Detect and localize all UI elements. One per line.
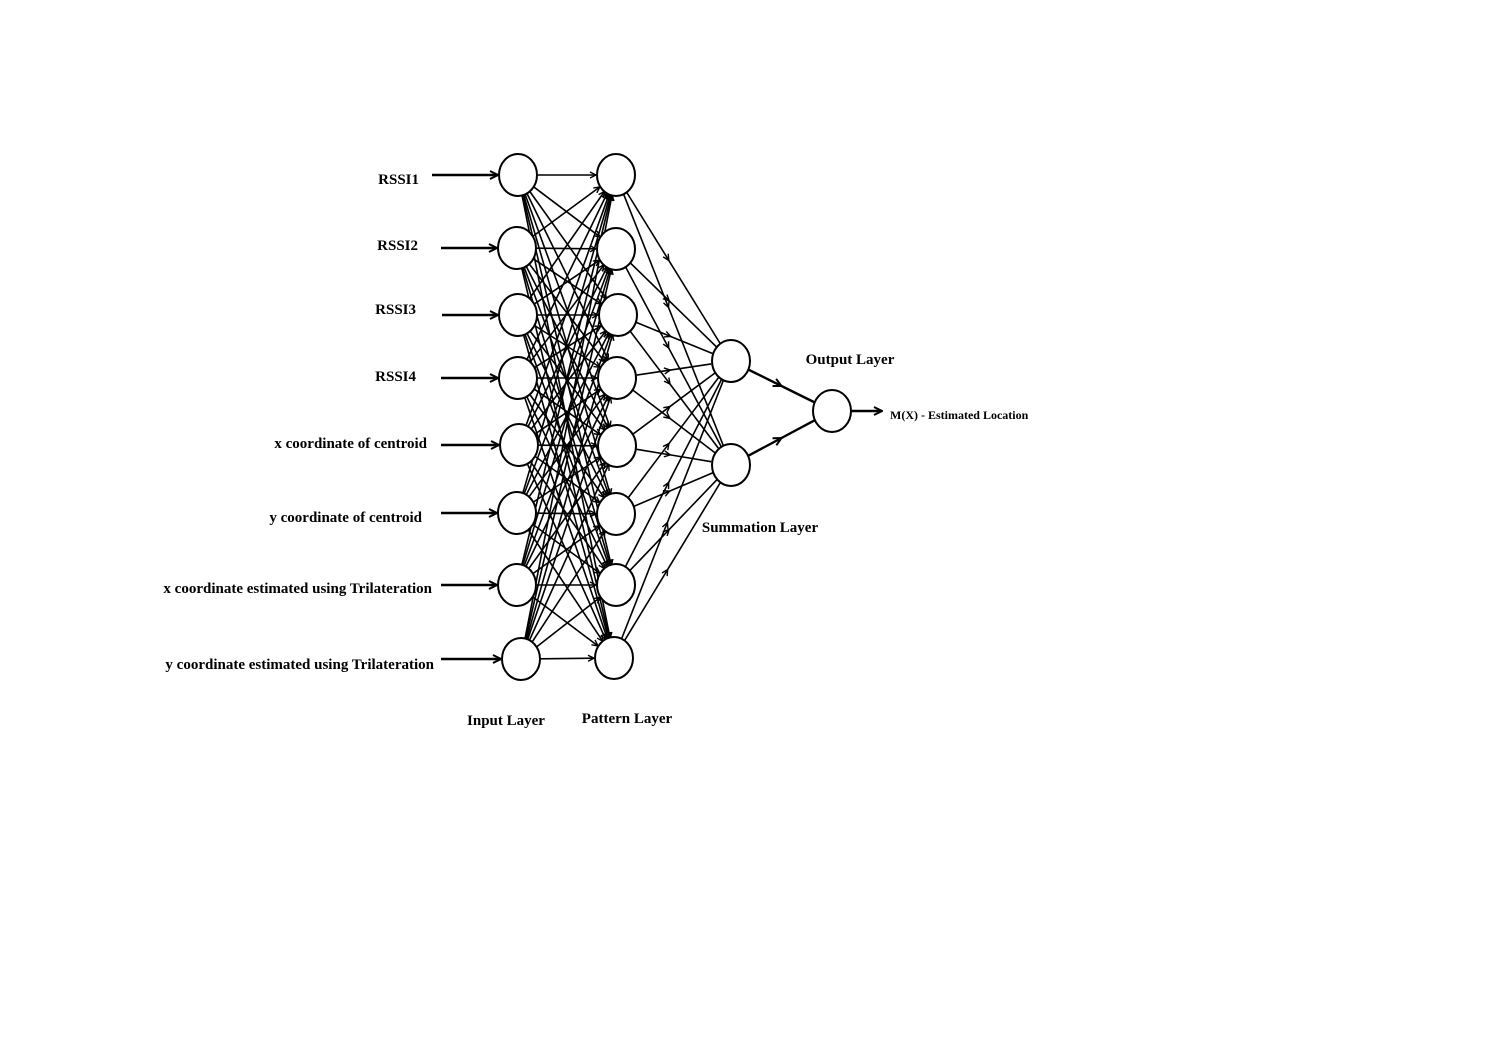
input-pattern-connection	[526, 397, 610, 641]
input-pattern-connection	[533, 457, 601, 503]
input-pattern-connection	[536, 248, 596, 249]
input-label-rssi3: RSSI3	[375, 302, 416, 318]
input-pattern-connection	[520, 267, 610, 638]
pattern-summation-connection	[632, 372, 716, 435]
input-pattern-connection	[536, 597, 600, 648]
input-pattern-connection	[524, 396, 609, 568]
neurons	[497, 153, 852, 681]
input-pattern-connection	[540, 658, 594, 659]
input-pattern-connection	[538, 445, 597, 446]
input-pattern-connection	[525, 194, 609, 427]
pattern-neuron	[596, 492, 636, 536]
pattern-summation-connection	[622, 193, 725, 447]
pattern-summation-connection	[636, 363, 712, 376]
input-pattern-connection	[526, 462, 606, 639]
input-label-rssi1: RSSI1	[378, 172, 419, 188]
input-label-y-centroid: y coordinate of centroid	[269, 510, 422, 526]
input-pattern-connection	[521, 268, 611, 567]
input-pattern-connection	[528, 191, 604, 300]
output-layer-label: Output Layer	[806, 352, 895, 368]
pattern-summation-connection	[634, 472, 713, 507]
output-neuron	[812, 389, 852, 433]
input-neuron	[499, 423, 539, 467]
summation-output-connection	[748, 419, 815, 457]
summation-neuron	[711, 443, 751, 487]
pattern-neuron	[596, 563, 636, 607]
connections	[520, 175, 882, 659]
input-pattern-connection	[524, 195, 612, 640]
pattern-summation-connection	[620, 379, 725, 640]
input-pattern-connection	[532, 596, 598, 646]
input-label-rssi4: RSSI4	[375, 369, 416, 385]
input-label-rssi2: RSSI2	[377, 238, 418, 254]
pattern-summation-connection	[629, 478, 718, 572]
pattern-neuron	[594, 636, 634, 680]
input-pattern-connection	[523, 334, 611, 567]
pattern-summation-connection	[636, 321, 713, 355]
input-pattern-connection	[528, 190, 607, 298]
input-label-x-trilateration: x coordinate estimated using Trilaterati…	[163, 581, 432, 597]
input-layer-label: Input Layer	[467, 713, 545, 729]
input-label-y-trilateration: y coordinate estimated using Trilaterati…	[165, 657, 434, 673]
pattern-neuron	[596, 153, 636, 197]
pattern-summation-connection	[627, 376, 720, 499]
pattern-summation-connection	[625, 191, 722, 345]
input-neuron	[497, 226, 537, 270]
input-pattern-connection	[531, 531, 605, 643]
input-pattern-connection	[527, 267, 607, 428]
pattern-neuron	[598, 293, 638, 337]
pattern-summation-connection	[623, 481, 722, 642]
input-pattern-connection	[520, 194, 612, 566]
output-label: M(X) - Estimated Location	[890, 408, 1029, 422]
pattern-neuron	[596, 227, 636, 271]
summation-output-connection	[748, 368, 815, 404]
input-neuron	[501, 637, 541, 681]
input-label-x-centroid: x coordinate of centroid	[274, 436, 427, 452]
input-pattern-connection	[532, 526, 599, 574]
input-pattern-connection	[524, 268, 612, 640]
input-neuron	[497, 563, 537, 607]
input-arrows	[432, 175, 501, 659]
pattern-neuron	[597, 356, 637, 400]
summation-neuron	[711, 339, 751, 383]
input-neuron	[498, 356, 538, 400]
input-pattern-connection	[525, 193, 608, 361]
pattern-summation-connection	[629, 262, 718, 348]
pattern-summation-connection	[629, 330, 720, 450]
input-neuron	[498, 153, 538, 197]
input-pattern-connection	[532, 187, 600, 237]
input-pattern-connection	[528, 464, 609, 642]
pattern-summation-connection	[636, 448, 712, 463]
input-neuron	[497, 491, 537, 535]
input-neuron	[498, 293, 538, 337]
pattern-summation-connection	[624, 378, 723, 568]
pattern-neuron	[597, 424, 637, 468]
pattern-layer-label: Pattern Layer	[582, 711, 673, 727]
summation-layer-label: Summation Layer	[702, 520, 819, 536]
